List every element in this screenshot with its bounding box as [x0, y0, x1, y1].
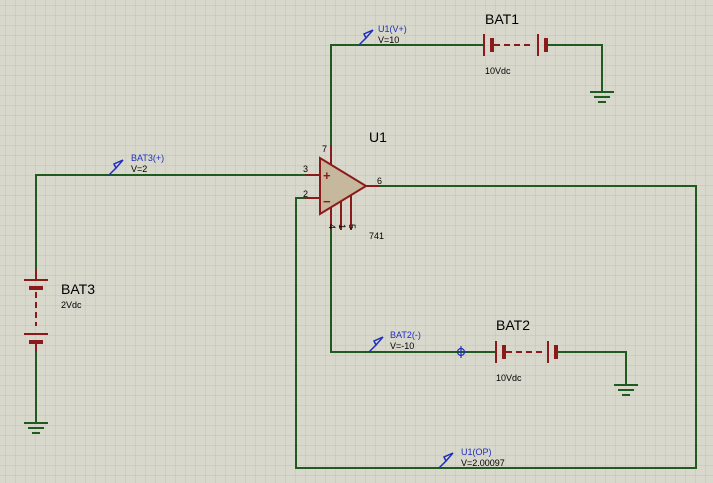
bat1-name-label: BAT1 [485, 11, 519, 27]
bat2-name-label: BAT2 [496, 317, 530, 333]
wires [35, 44, 697, 469]
opamp-plus-sign: + [323, 168, 331, 183]
opamp-u1[interactable]: + − U1 741 7 3 2 6 4 1 5 [303, 129, 387, 241]
probe-bat3-plus-value: V=2 [131, 164, 147, 174]
wire-bat1-to-ground[interactable] [546, 44, 603, 91]
wire-vplus-to-bat1[interactable] [330, 44, 484, 145]
ground-symbol-bat3 [24, 422, 48, 434]
battery-bat1[interactable]: BAT1 10Vdc [483, 11, 548, 76]
u1-model-label: 741 [369, 231, 384, 241]
probe-bat3-plus-label: BAT3(+) [131, 153, 164, 163]
node-marker-icon[interactable] [456, 346, 466, 358]
ground-symbol-bat1 [590, 91, 614, 103]
probe-u1-op-value: V=2.00097 [461, 458, 505, 468]
probe-bat2-minus-label: BAT2(-) [390, 330, 421, 340]
wire-bat3-to-noninverting[interactable] [35, 174, 318, 278]
probe-u1-vplus[interactable]: U1(V+) V=10 [358, 24, 407, 46]
wire-feedback-loop[interactable] [295, 185, 697, 469]
battery-bat2[interactable]: BAT2 10Vdc [495, 317, 558, 383]
bat1-value-label: 10Vdc [485, 66, 511, 76]
bat2-value-label: 10Vdc [496, 373, 522, 383]
wire-bat2-to-ground[interactable] [556, 351, 627, 384]
pin-7-label: 7 [322, 144, 327, 154]
voltage-probe-icon [108, 159, 124, 176]
opamp-minus-sign: − [323, 194, 331, 209]
bat3-value-label: 2Vdc [61, 300, 82, 310]
probe-u1-op[interactable]: U1(OP) V=2.00097 [438, 447, 505, 469]
battery-bat3[interactable]: BAT3 2Vdc [24, 270, 95, 352]
ground-symbol-bat2 [614, 384, 638, 396]
pin-2-label: 2 [303, 189, 308, 199]
voltage-probe-icon [358, 29, 374, 46]
probe-u1-op-label: U1(OP) [461, 447, 492, 457]
wire-vminus-to-bat2[interactable] [330, 230, 496, 353]
pin-5-label: 5 [347, 224, 357, 229]
probe-u1-vplus-value: V=10 [378, 35, 399, 45]
voltage-probe-icon [368, 336, 384, 353]
pin-4-label: 4 [327, 224, 337, 229]
pin-6-label: 6 [377, 176, 382, 186]
bat3-name-label: BAT3 [61, 281, 95, 297]
voltage-probe-icon [438, 452, 454, 469]
probe-u1-vplus-label: U1(V+) [378, 24, 407, 34]
u1-name-label: U1 [369, 129, 387, 145]
pin-1-label: 1 [337, 224, 347, 229]
probe-bat3-plus[interactable]: BAT3(+) V=2 [108, 153, 164, 176]
probe-bat2-minus[interactable]: BAT2(-) V=-10 [368, 330, 421, 353]
opamp-triangle [319, 156, 368, 216]
pin-3-label: 3 [303, 164, 308, 174]
probe-bat2-minus-value: V=-10 [390, 341, 414, 351]
